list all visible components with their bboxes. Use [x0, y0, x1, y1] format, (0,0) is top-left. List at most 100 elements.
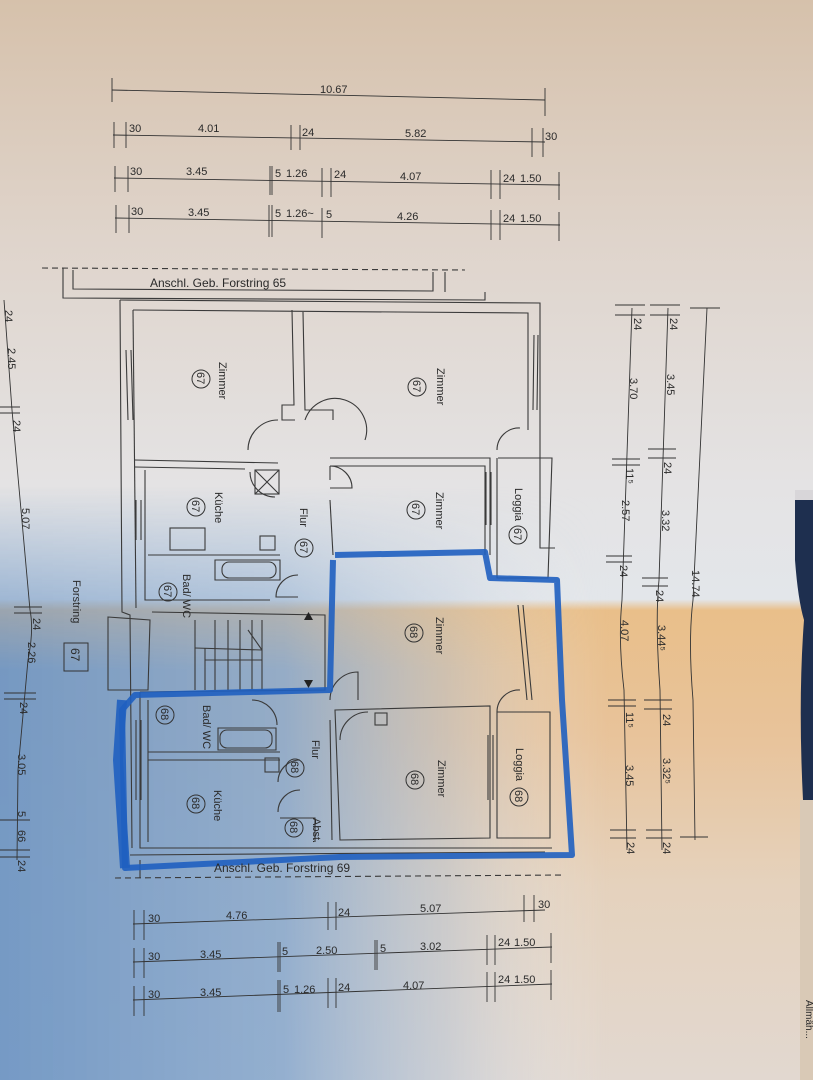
dim-label: 3.45	[186, 166, 207, 178]
room-name: Bad/ WC	[180, 574, 192, 618]
room-number: 68	[189, 797, 201, 809]
bottom-dimension-lines	[132, 895, 553, 1016]
dim-label: 1.26~	[286, 208, 314, 220]
dim-label: 24	[631, 318, 643, 330]
edge-text: Allmäh...	[803, 1000, 813, 1039]
room-name: Zimmer	[433, 617, 445, 655]
dim-label: 24	[503, 213, 515, 225]
room-name: Abst.	[310, 818, 322, 843]
dim-label: 24	[617, 565, 629, 577]
room-name: Zimmer	[216, 362, 228, 400]
dim-label: 24	[660, 842, 672, 854]
dim-label: 24	[624, 842, 636, 854]
room-number: 67	[189, 500, 201, 512]
house-number: 67	[68, 648, 82, 662]
dim-label: 30	[129, 123, 141, 135]
dim-label: 2.26	[25, 642, 37, 663]
dim-label: 24	[10, 420, 22, 432]
dim-label: 3.45	[200, 987, 221, 999]
room-name: Bad/ WC	[200, 705, 212, 749]
room-number: 68	[408, 773, 420, 785]
dim-label: 24	[17, 702, 29, 714]
room-kueche-67: Küche 67	[186, 492, 224, 523]
room-name: Zimmer	[435, 760, 447, 798]
dim-label: 24	[15, 860, 27, 872]
unit-68-rooms: Zimmer 68 Bad/ WC 68 Flur 68 Zimmer 68 L…	[155, 617, 529, 843]
room-kueche-68: Küche 68	[186, 790, 223, 821]
dim-label: 24	[667, 318, 679, 330]
dim-label: 3.45	[200, 949, 221, 961]
adjacent-building-top: Anschl. Geb. Forstring 65	[150, 276, 286, 290]
room-zimmer-67-a: Zimmer 67	[191, 362, 228, 400]
room-flur-67: Flur 67	[294, 508, 314, 558]
dim-label: 3.05	[15, 754, 27, 775]
dim-label: 4.01	[198, 123, 219, 135]
dim-label: 5	[275, 168, 281, 180]
room-name: Küche	[212, 492, 224, 523]
room-bad-wc-68: Bad/ WC 68	[155, 705, 212, 749]
room-number: 67	[410, 380, 422, 392]
dim-label: 30	[148, 913, 160, 925]
dim-label: 30	[148, 989, 160, 1001]
room-number: 68	[287, 821, 299, 833]
left-dimension-lines	[0, 299, 42, 861]
room-number: 67	[161, 585, 173, 597]
dim-label: 3.45	[188, 207, 209, 219]
right-dimension-lines	[606, 304, 720, 851]
room-number: 68	[512, 790, 524, 802]
dim-label: 5	[15, 811, 27, 817]
dim-label: 24	[661, 462, 673, 474]
room-bad-wc-67: Bad/ WC 67	[158, 574, 192, 618]
stair-down-arrow-icon	[304, 680, 313, 688]
room-loggia-67: Loggia 67	[508, 488, 528, 545]
dim-label: 5.07	[19, 508, 31, 529]
dim-label: 3.45	[623, 765, 635, 786]
dim-label: 11⁵	[623, 468, 635, 484]
dim-label: 2.50	[316, 945, 337, 957]
room-name: Loggia	[512, 488, 524, 522]
floor-plan	[41, 267, 566, 879]
adjacent-building-bottom: Anschl. Geb. Forstring 69	[214, 861, 350, 875]
dim-label: 1.50	[520, 213, 541, 225]
dim-label: 24	[302, 127, 314, 139]
dim-label: 30	[545, 131, 557, 143]
dim-label: 4.07	[403, 980, 424, 992]
dim-label: 5	[283, 984, 289, 996]
dim-label: 30	[130, 166, 142, 178]
dim-label: 30	[131, 206, 143, 218]
dim-label: 24	[2, 310, 14, 322]
room-zimmer-68-a: Zimmer 68	[404, 617, 445, 655]
dim-label: 3.32⁵	[660, 758, 672, 784]
dim-label: 11⁵	[623, 712, 635, 728]
room-number: 67	[297, 541, 309, 553]
top-dimension-lines	[111, 78, 561, 241]
dim-label: 30	[148, 951, 160, 963]
dim-label: 14.74	[689, 570, 701, 598]
dim-label: 66	[15, 830, 27, 842]
dim-label: 3.32	[659, 510, 671, 531]
dim-label: 1.26	[294, 984, 315, 996]
dim-label: 4.07	[618, 620, 630, 641]
dim-label: 5	[380, 943, 386, 955]
top-dimension-labels: 10.67 30 4.01 24 5.82 30 30 3.45 5 1.26 …	[129, 84, 557, 225]
dim-label: 4.07	[400, 171, 421, 183]
room-number: 68	[158, 708, 170, 720]
room-loggia-68: Loggia 68	[509, 748, 529, 807]
room-number: 67	[409, 503, 421, 515]
left-dimension-labels: 24 2.45 24 5.07 24 2.26 24 3.05 5 66 24	[2, 310, 42, 872]
room-flur-68: Flur 68	[285, 740, 321, 778]
dim-label: 1.50	[514, 974, 535, 986]
right-dimension-labels: 24 3.70 11⁵ 2.57 24 4.07 11⁵ 3.45 24 24 …	[617, 318, 701, 854]
dim-label: 3.02	[420, 941, 441, 953]
dim-label: 24	[334, 169, 346, 181]
room-number: 68	[288, 761, 300, 773]
dim-label: 5	[282, 946, 288, 958]
room-abst-68: Abst. 68	[284, 818, 322, 843]
dim-label: 2.57	[619, 500, 631, 521]
room-name: Flur	[309, 740, 321, 759]
dim-label: 5	[275, 208, 281, 220]
room-name: Flur	[297, 508, 309, 527]
dim-label: 3.44⁵	[655, 625, 667, 651]
dim-label: 24	[338, 982, 350, 994]
